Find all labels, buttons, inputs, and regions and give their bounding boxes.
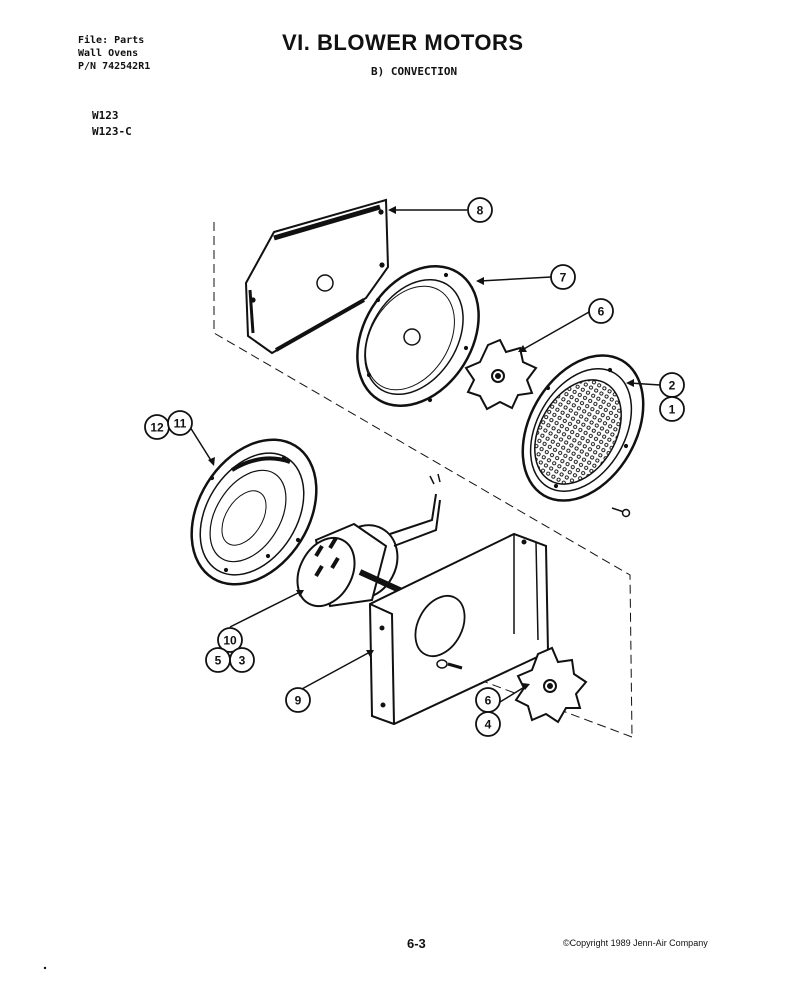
callout-11[interactable]: 11 bbox=[167, 410, 193, 436]
callout-9[interactable]: 9 bbox=[285, 687, 311, 713]
back-plate-part-8 bbox=[244, 198, 390, 355]
callout-6-lower[interactable]: 6 bbox=[475, 687, 501, 713]
leader-lines bbox=[189, 209, 661, 703]
callout-1[interactable]: 1 bbox=[659, 396, 685, 422]
svg-text:9: 9 bbox=[295, 694, 302, 708]
callout-2[interactable]: 2 bbox=[659, 372, 685, 398]
callout-6-upper[interactable]: 6 bbox=[588, 298, 614, 324]
svg-text:6: 6 bbox=[598, 305, 605, 319]
svg-text:4: 4 bbox=[485, 718, 492, 732]
page-title: VI. BLOWER MOTORS bbox=[282, 30, 524, 55]
page-subtitle: B) CONVECTION bbox=[371, 65, 458, 78]
copyright-notice: ©Copyright 1989 Jenn-Air Company bbox=[563, 938, 708, 948]
blower-motor-part-10 bbox=[296, 473, 450, 615]
file-line-1: File: Parts bbox=[78, 35, 145, 46]
page-number: 6-3 bbox=[407, 936, 426, 951]
callout-10[interactable]: 10 bbox=[217, 627, 243, 653]
svg-text:7: 7 bbox=[560, 271, 567, 285]
svg-text:1: 1 bbox=[669, 403, 676, 417]
model-list: W123 W123-C bbox=[92, 108, 132, 140]
svg-text:3: 3 bbox=[239, 654, 246, 668]
svg-text:6: 6 bbox=[485, 694, 492, 708]
file-line-2: Wall Ovens bbox=[78, 48, 139, 59]
svg-text:5: 5 bbox=[215, 654, 222, 668]
motor-housing-part-11 bbox=[190, 438, 318, 586]
file-info: File: Parts Wall Ovens P/N 742542R1 bbox=[78, 34, 150, 73]
leader-arrowheads bbox=[208, 206, 634, 690]
model-2: W123-C bbox=[92, 125, 132, 138]
file-line-3: P/N 742542R1 bbox=[78, 61, 151, 72]
callout-7[interactable]: 7 bbox=[550, 264, 576, 290]
model-1: W123 bbox=[92, 109, 119, 122]
fan-blade-part-6-upper bbox=[464, 338, 538, 411]
callout-4[interactable]: 4 bbox=[475, 711, 501, 737]
callout-5[interactable]: 5 bbox=[205, 647, 231, 673]
fan-blade-part-6-lower bbox=[514, 646, 588, 724]
svg-text:10: 10 bbox=[223, 634, 237, 648]
callout-12[interactable]: 12 bbox=[144, 414, 170, 440]
scan-speck bbox=[43, 966, 47, 970]
svg-text:2: 2 bbox=[669, 379, 676, 393]
callout-8[interactable]: 8 bbox=[467, 197, 493, 223]
svg-text:8: 8 bbox=[477, 204, 484, 218]
svg-text:11: 11 bbox=[174, 417, 187, 431]
front-grille-part-2 bbox=[521, 354, 645, 502]
screw-part-1 bbox=[611, 507, 631, 518]
callout-3[interactable]: 3 bbox=[229, 647, 255, 673]
shroud-ring-part-7 bbox=[356, 265, 480, 407]
svg-text:12: 12 bbox=[150, 421, 164, 435]
washer-bolt bbox=[436, 659, 463, 670]
